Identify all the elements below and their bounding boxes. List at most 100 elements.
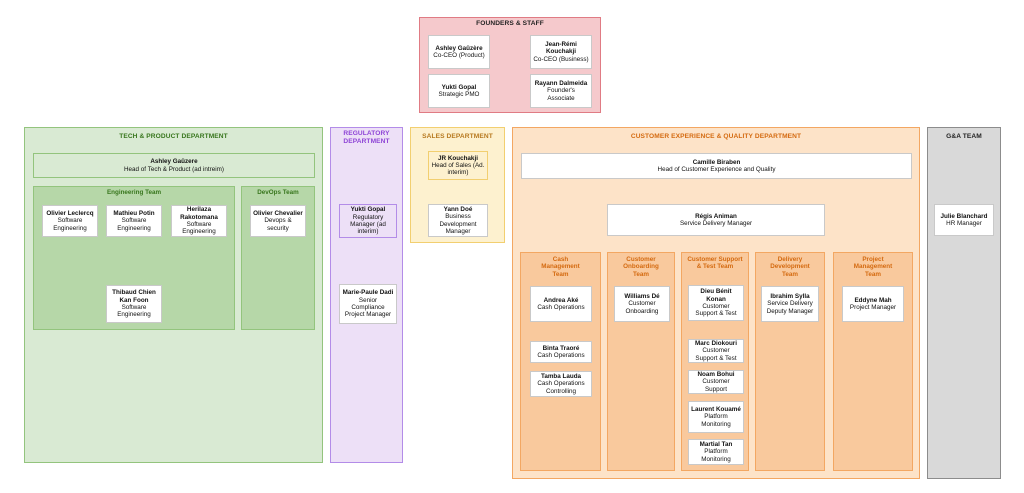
person-role: Head of Customer Experience and Quality: [657, 166, 776, 173]
person-name: Yukti Gopal: [441, 83, 477, 91]
person-card[interactable]: Herilaza Rakotomana Software Engineering: [171, 205, 227, 237]
team-title: Customer Support & Test Team: [687, 256, 743, 271]
person-card[interactable]: Martial Tan Platform Monitoring: [688, 439, 744, 465]
person-name: Laurent Kouamé: [691, 406, 741, 414]
person-name: Tamba Lauda: [540, 373, 582, 381]
ga-title: G&A TEAM: [946, 133, 982, 140]
person-name: Yukti Gopal: [350, 206, 386, 214]
customer-support-test-team: Customer Support & Test Team Dieu Bénit …: [681, 252, 749, 471]
person-role: Founder's Associate: [547, 87, 575, 102]
person-name: Williams Dé: [624, 293, 660, 301]
team-title: Project Management Team: [853, 256, 893, 278]
person-name: Andrea Aké: [543, 296, 579, 304]
person-role: Cash Operations: [537, 352, 585, 359]
person-name: Thibaud Chien Kan Foon: [112, 289, 156, 304]
team-title: Delivery Development Team: [770, 256, 810, 278]
person-card[interactable]: Marie-Paule Dadi Senior Compliance Proje…: [339, 284, 397, 324]
person-role: Customer Support & Test: [695, 303, 737, 318]
founders-department: FOUNDERS & STAFF Ashley Gaüzère Co-CEO (…: [419, 17, 601, 113]
person-role: Cash Operations Controlling: [537, 380, 585, 395]
person-card[interactable]: Williams Dé Customer Onboarding: [614, 286, 670, 322]
person-role: Service Delivery Deputy Manager: [766, 300, 814, 315]
person-card[interactable]: Marc Diokouri Customer Support & Test: [688, 339, 744, 363]
person-name: Rayann Dalmeida: [534, 80, 588, 88]
head-card[interactable]: Ashley Gaüzere Head of Tech & Product (a…: [33, 153, 315, 178]
person-name: Jean-Rémi Kouchakji: [545, 41, 577, 56]
person-card[interactable]: JR Kouchakji Head of Sales (Ad. interim): [428, 151, 488, 180]
person-name: Yann Doé: [443, 205, 473, 213]
customer-experience-department: CUSTOMER EXPERIENCE & QUALITY DEPARTMENT…: [512, 127, 920, 479]
person-card[interactable]: Ibrahim Sylla Service Delivery Deputy Ma…: [761, 286, 819, 322]
person-card[interactable]: Noam Bohui Customer Support: [688, 370, 744, 394]
person-card[interactable]: Yann Doé Business Development Manager: [428, 204, 488, 237]
person-card[interactable]: Tamba Lauda Cash Operations Controlling: [530, 371, 592, 397]
founders-title: FOUNDERS & STAFF: [476, 20, 544, 27]
person-card[interactable]: Rayann Dalmeida Founder's Associate: [530, 74, 592, 108]
cash-management-team: Cash Management Team Andrea Aké Cash Ope…: [520, 252, 601, 471]
head-card[interactable]: Camille Biraben Head of Customer Experie…: [521, 153, 912, 179]
person-role: Software Engineering: [53, 217, 87, 232]
person-role: Co-CEO (Business): [533, 55, 589, 63]
person-name: Martial Tan: [699, 441, 733, 449]
person-name: JR Kouchakji: [438, 154, 478, 162]
tech-product-department: TECH & PRODUCT DEPARTMENT Ashley Gaüzere…: [24, 127, 323, 463]
person-card[interactable]: Eddyne Mah Project Manager: [842, 286, 904, 322]
person-name: Ibrahim Sylla: [770, 293, 810, 301]
person-name: Julie Blanchard: [940, 212, 988, 220]
engineering-team: Engineering Team Olivier Leclercq Softwa…: [33, 186, 235, 330]
team-title: Customer Onboarding Team: [623, 256, 659, 278]
person-role: Strategic PMO: [438, 91, 480, 98]
person-card[interactable]: Yukti Gopal Strategic PMO: [428, 74, 490, 108]
regulatory-title: REGULATORY DEPARTMENT: [343, 130, 390, 145]
person-name: Eddyne Mah: [854, 296, 892, 304]
person-role: Regulatory Manager (ad interim): [350, 213, 386, 236]
regulatory-department: REGULATORY DEPARTMENT Yukti Gopal Regula…: [330, 127, 403, 463]
person-role: Customer Onboarding: [625, 300, 659, 315]
person-role: Devops & security: [264, 217, 292, 232]
person-role: Senior Compliance Project Manager: [344, 296, 392, 319]
person-card[interactable]: Mathieu Potin Software Engineering: [106, 205, 162, 237]
person-name: Camille Biraben: [692, 158, 741, 166]
team-title: Cash Management Team: [541, 256, 580, 278]
service-delivery-manager-card[interactable]: Régis Animan Service Delivery Manager: [607, 204, 825, 236]
cx-title: CUSTOMER EXPERIENCE & QUALITY DEPARTMENT: [630, 133, 802, 140]
person-card[interactable]: Andrea Aké Cash Operations: [530, 286, 592, 322]
person-card[interactable]: Binta Traoré Cash Operations: [530, 341, 592, 363]
person-name: Mathieu Potin: [113, 210, 155, 218]
person-name: Olivier Chevalier: [253, 210, 303, 218]
customer-onboarding-team: Customer Onboarding Team Williams Dé Cus…: [607, 252, 675, 471]
person-card[interactable]: Olivier Leclercq Software Engineering: [42, 205, 98, 237]
sales-department: SALES DEPARTMENT JR Kouchakji Head of Sa…: [410, 127, 505, 243]
person-card[interactable]: Thibaud Chien Kan Foon Software Engineer…: [106, 285, 162, 323]
person-name: Ashley Gaüzere: [150, 158, 198, 166]
person-name: Binta Traoré: [542, 344, 580, 352]
person-role: Platform Monitoring: [701, 448, 731, 463]
person-name: Marc Diokouri: [695, 340, 737, 348]
person-name: Olivier Leclercq: [46, 210, 94, 218]
person-card[interactable]: Dieu Bénit Konan Customer Support & Test: [688, 285, 744, 321]
person-name: Ashley Gaüzère: [435, 44, 483, 52]
person-card[interactable]: Ashley Gaüzère Co-CEO (Product): [428, 35, 490, 69]
engineering-team-title: Engineering Team: [106, 189, 162, 196]
tech-title: TECH & PRODUCT DEPARTMENT: [119, 133, 228, 140]
person-role: Co-CEO (Product): [433, 52, 485, 59]
delivery-development-team: Delivery Development Team Ibrahim Sylla …: [755, 252, 825, 471]
person-role: Customer Support: [702, 378, 730, 393]
project-management-team: Project Management Team Eddyne Mah Proje…: [833, 252, 913, 471]
person-card[interactable]: Yukti Gopal Regulatory Manager (ad inter…: [339, 204, 397, 238]
person-name: Régis Animan: [695, 212, 737, 220]
devops-team-title: DevOps Team: [257, 189, 299, 196]
person-role: Head of Sales (Ad. interim): [431, 161, 485, 177]
person-role: Business Development Manager: [439, 213, 477, 235]
person-card[interactable]: Jean-Rémi Kouchakji Co-CEO (Business): [530, 35, 592, 69]
person-role: Service Delivery Manager: [679, 220, 753, 227]
person-role: Head of Tech & Product (ad intreim): [124, 165, 224, 173]
person-role: Platform Monitoring: [701, 413, 731, 428]
person-name: Marie-Paule Dadi: [342, 289, 394, 297]
person-card[interactable]: Laurent Kouamé Platform Monitoring: [688, 401, 744, 433]
person-role: Cash Operations: [537, 304, 585, 311]
person-name: Dieu Bénit Konan: [700, 288, 732, 303]
person-role: Software Engineering: [182, 221, 216, 236]
person-card[interactable]: Olivier Chevalier Devops & security: [250, 205, 306, 237]
person-card[interactable]: Julie Blanchard HR Manager: [934, 204, 994, 236]
